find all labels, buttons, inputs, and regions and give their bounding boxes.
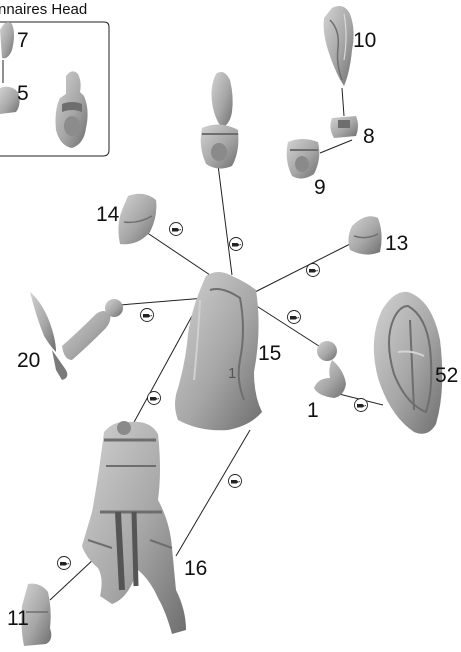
assembled-head-part	[201, 72, 239, 169]
inset-crest-part	[0, 22, 14, 83]
right-arm-part	[314, 341, 346, 398]
part-label-15: 15	[258, 343, 281, 364]
part-label-8: 8	[363, 126, 375, 147]
inset-part-label-7: 7	[17, 30, 29, 51]
glue-drop-icon	[355, 399, 368, 412]
glue-drop-icon	[58, 557, 71, 570]
right-shoulder-pad-part	[348, 216, 381, 254]
face-guard-part	[287, 139, 320, 179]
part-label-14: 14	[96, 204, 119, 225]
inset-title: nnaires Head	[0, 1, 87, 18]
glue-drop-icon	[141, 309, 154, 322]
glue-drop-icon	[288, 311, 301, 324]
inset-panel	[0, 0, 109, 156]
part-label-10: 10	[353, 30, 376, 51]
sword-arm-part	[30, 292, 123, 380]
inset-assembled-helmet	[56, 71, 88, 148]
glue-drop-icon	[229, 475, 242, 488]
shield-part	[374, 292, 442, 434]
part-label-11: 11	[7, 608, 29, 629]
part-label-16: 16	[184, 558, 207, 579]
torso-part: 1	[175, 272, 262, 430]
part-label-9: 9	[314, 177, 326, 198]
glue-drop-icon	[307, 264, 320, 277]
svg-text:1: 1	[228, 365, 236, 382]
glue-drop-icon	[230, 238, 243, 251]
inset-part-label-5: 5	[17, 83, 29, 104]
glue-drop-icon	[170, 223, 183, 236]
glue-drop-icon	[148, 392, 161, 405]
legs-body-part	[82, 421, 186, 634]
crest-holder-part	[330, 116, 358, 138]
crest-plume-part	[324, 6, 354, 86]
part-label-1: 1	[307, 400, 319, 421]
part-label-13: 13	[385, 233, 408, 254]
part-label-52: 52	[435, 365, 458, 386]
part-label-20: 20	[17, 350, 40, 371]
left-shoulder-pad-part	[118, 194, 156, 245]
